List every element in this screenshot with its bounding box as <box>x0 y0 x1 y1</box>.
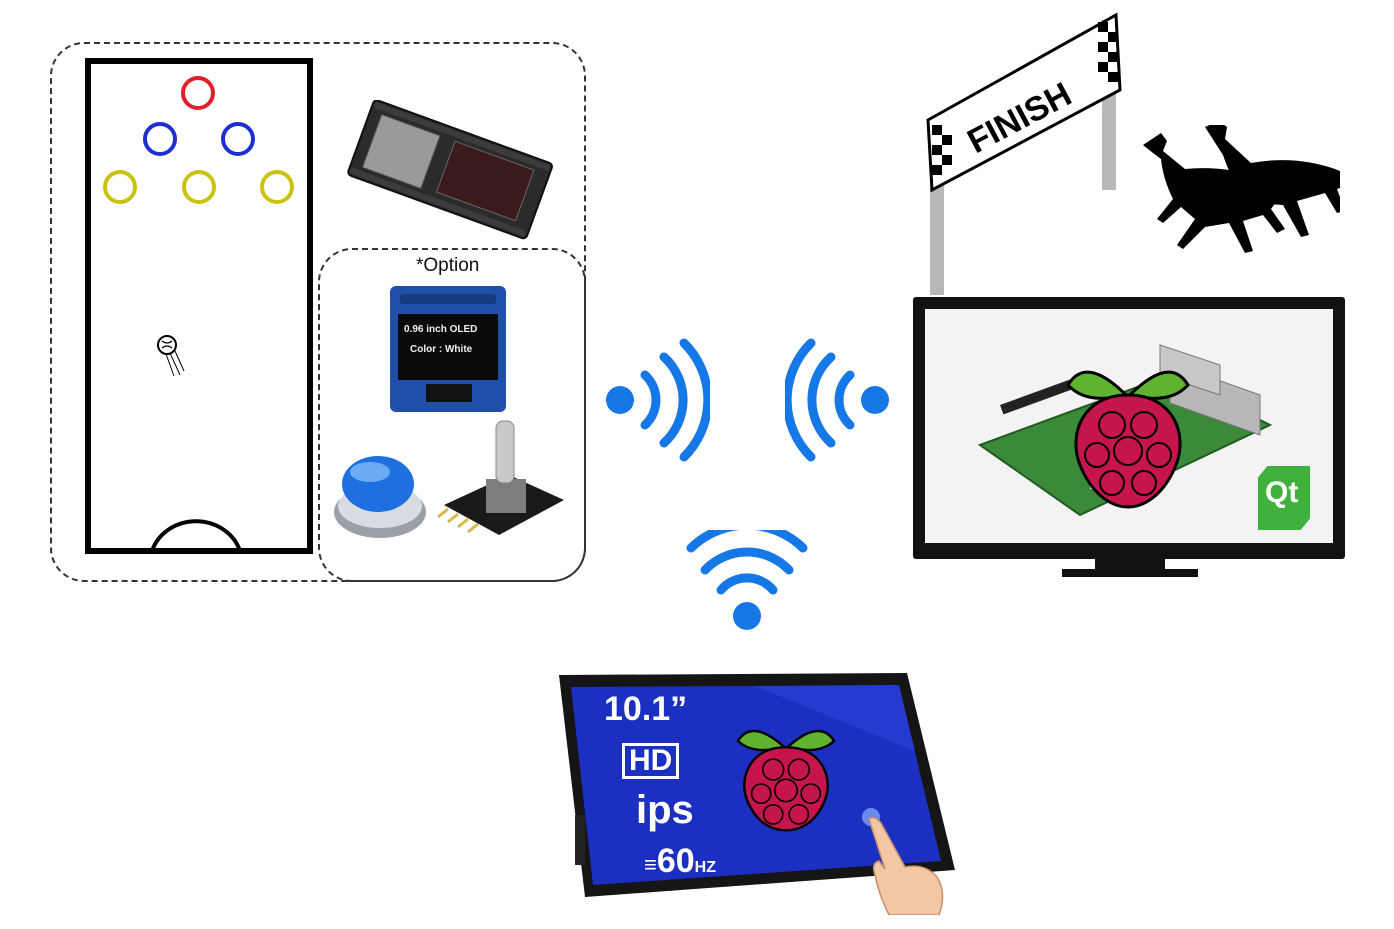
qt-badge: Qt <box>1258 466 1310 530</box>
oled-line-1: 0.96 inch OLED <box>404 324 478 335</box>
tablet-hd-badge: HD <box>622 743 680 779</box>
monitor-stand <box>1095 559 1165 571</box>
tablet-refresh-value: 60 <box>656 842 695 880</box>
tablet-panel-type: ips <box>636 788 694 832</box>
wifi-left-icon <box>606 338 710 462</box>
target-ring-blue <box>143 122 177 156</box>
target-ring-yellow <box>260 170 294 204</box>
target-ring-yellow <box>103 170 137 204</box>
finish-line: FINISH <box>926 12 1122 295</box>
target-ring-blue <box>221 122 255 156</box>
horse-icon <box>1143 125 1340 253</box>
tablet-refresh: ≡60HZ <box>644 842 716 881</box>
qt-text: Qt <box>1265 476 1299 509</box>
target-ring-red <box>181 76 215 110</box>
target-ring-yellow <box>182 170 216 204</box>
push-button-icon <box>334 456 426 538</box>
ball-icon <box>157 335 185 377</box>
refresh-lines-icon: ≡ <box>644 852 657 877</box>
tablet-size: 10.1” <box>604 690 688 728</box>
monitor-base <box>1062 569 1198 577</box>
playfield <box>85 58 313 554</box>
oled-screen: 0.96 inch OLED Color : White <box>398 314 498 380</box>
wifi-down-icon <box>686 530 808 630</box>
wifi-right-icon <box>785 338 889 462</box>
tablet-refresh-unit: HZ <box>694 859 716 876</box>
raspberry-pi-logo-icon <box>1066 370 1190 509</box>
raspberry-pi-logo-icon <box>736 730 836 832</box>
rotary-encoder-icon <box>437 420 564 535</box>
touch-hand-icon <box>862 808 944 915</box>
oled-line-2: Color : White <box>410 344 473 355</box>
oled-module: 0.96 inch OLED Color : White <box>390 286 506 412</box>
option-panel <box>318 248 586 582</box>
esp32-board-icon <box>347 100 553 240</box>
option-title: *Option <box>416 255 480 276</box>
